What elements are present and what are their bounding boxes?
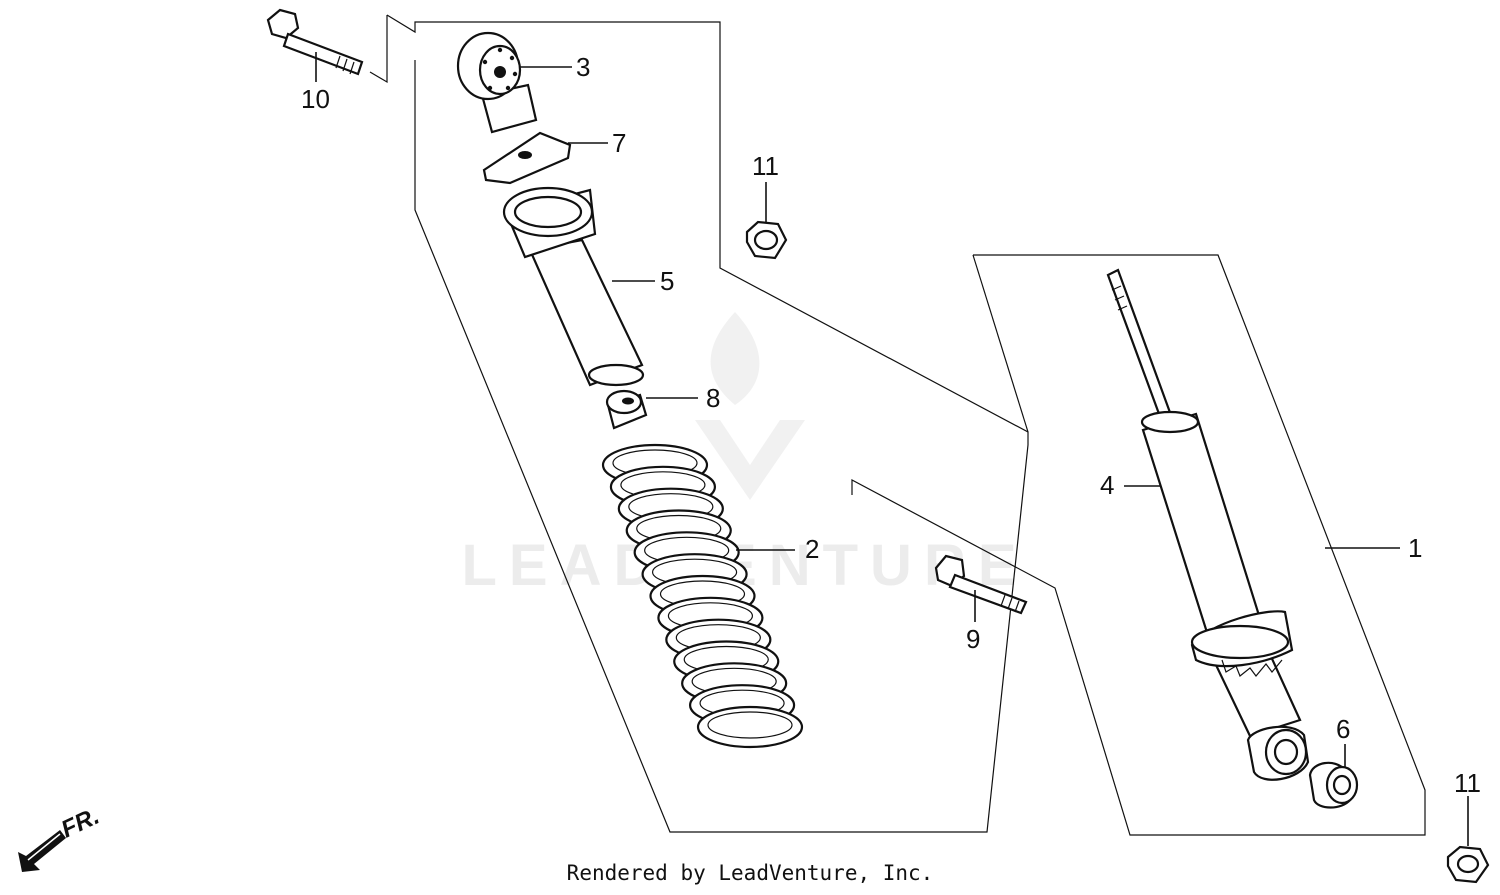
callouts: 1 2 3 4 5 6 7 8 9 10 11 11	[301, 52, 1481, 798]
spring-coil	[696, 705, 804, 749]
bolt-9	[934, 554, 1028, 622]
callout-1: 1	[1408, 533, 1422, 563]
spring-2	[601, 443, 804, 749]
assembly-outlines	[369, 14, 1426, 836]
callout-7: 7	[612, 128, 626, 158]
callout-8: 8	[706, 383, 720, 413]
credit-text: Rendered by LeadVenture, Inc.	[567, 861, 934, 885]
front-direction-arrow: FR.	[18, 803, 104, 872]
callout-2: 2	[805, 534, 819, 564]
callout-11-lower: 11	[1454, 768, 1481, 798]
callout-4: 4	[1100, 470, 1114, 500]
callout-10: 10	[301, 84, 330, 114]
spring-coil-inner	[707, 711, 793, 739]
callout-5: 5	[660, 266, 674, 296]
bolt-10	[266, 8, 364, 82]
callout-6: 6	[1336, 714, 1350, 744]
bushing-8	[605, 389, 698, 430]
nut-11-upper	[745, 182, 788, 260]
callout-3: 3	[576, 52, 590, 82]
outline-shock-group	[851, 254, 1426, 836]
watermark: LEADVENTURE	[461, 312, 1017, 598]
shock-absorber-4	[1106, 268, 1400, 781]
washer-7	[482, 131, 608, 185]
watermark-v-icon	[695, 420, 805, 500]
outline-bolt-10-bracket	[369, 15, 388, 84]
watermark-flame-icon	[710, 312, 760, 405]
arrow-icon	[18, 830, 66, 872]
nut-11-lower	[1446, 796, 1490, 884]
callout-11-upper: 11	[752, 151, 779, 181]
outline-connector	[972, 254, 1029, 433]
collar-6	[1308, 744, 1359, 809]
boot-5	[502, 186, 655, 387]
bearing-3	[456, 31, 572, 134]
callout-9: 9	[966, 624, 980, 654]
